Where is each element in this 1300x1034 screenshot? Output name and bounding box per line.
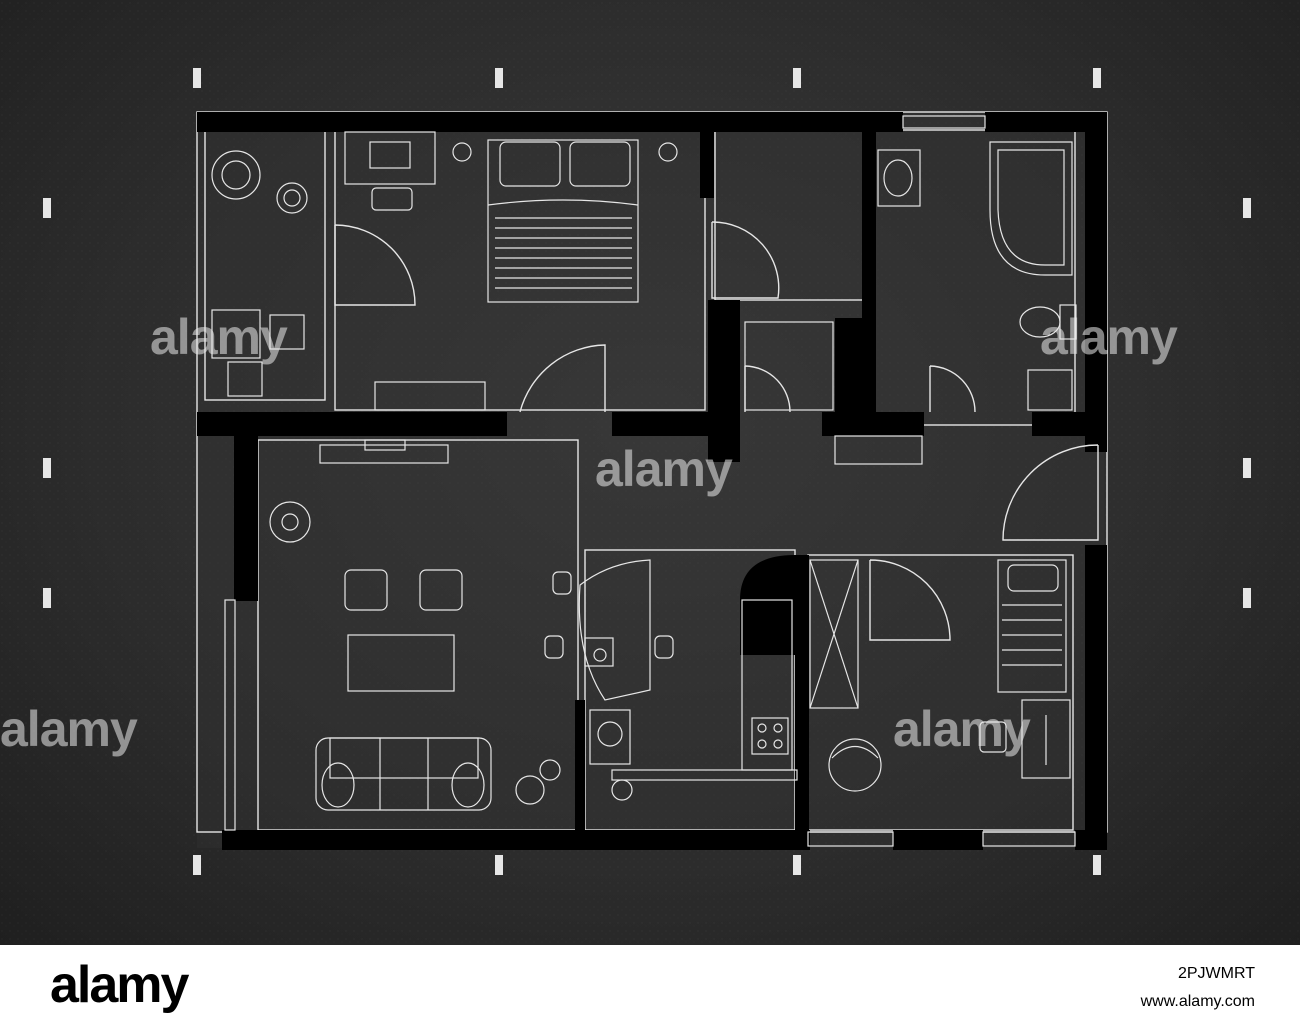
footer-url[interactable]: www.alamy.com xyxy=(1140,993,1255,1010)
double-bed-icon xyxy=(487,139,639,303)
floor-area xyxy=(197,112,1104,848)
watermark: alamy xyxy=(0,701,138,757)
wardrobe-icon xyxy=(374,321,834,411)
stove-icon xyxy=(751,717,789,755)
chalk-texture xyxy=(0,0,1300,945)
laptop-icon xyxy=(344,131,436,185)
windows xyxy=(224,115,1076,847)
closet-icon xyxy=(809,559,859,709)
toilet-icon xyxy=(1019,304,1077,340)
stool-icon xyxy=(344,569,463,611)
dimension-marks xyxy=(43,68,1251,875)
watermark: alamy xyxy=(1040,309,1178,365)
plant-icon xyxy=(515,759,561,805)
armchair-icon xyxy=(828,738,882,792)
footer-logo[interactable]: alamy xyxy=(50,956,189,1014)
armchair-icon xyxy=(211,309,305,397)
washbasin-icon xyxy=(877,149,921,207)
plant-icon xyxy=(269,501,311,543)
watermark: alamy xyxy=(595,441,733,497)
footer-bar: alamy 2PJWMRT www.alamy.com xyxy=(0,945,1300,1034)
kitchen-counter-icon xyxy=(589,599,798,781)
image-id: 2PJWMRT xyxy=(1177,965,1255,982)
dining-table-icon xyxy=(578,559,651,701)
watermark: alamy xyxy=(150,309,288,365)
desk-chair-icon xyxy=(544,571,674,659)
watermark: alamy xyxy=(893,701,1031,757)
monitor-icon xyxy=(979,699,1071,779)
bedside-lamp-icon xyxy=(452,142,678,162)
plant-icon xyxy=(211,150,308,214)
sofa-icon xyxy=(315,737,492,811)
floor-plan xyxy=(0,0,1300,945)
single-bed-icon xyxy=(997,559,1067,693)
washing-machine-icon xyxy=(1027,369,1073,411)
desk-chair-icon xyxy=(371,187,413,211)
bathtub-icon xyxy=(989,141,1073,276)
walls xyxy=(197,112,1107,850)
sink-icon xyxy=(597,721,633,801)
tv-console-icon xyxy=(319,439,449,464)
coffee-table-icon xyxy=(347,634,455,692)
